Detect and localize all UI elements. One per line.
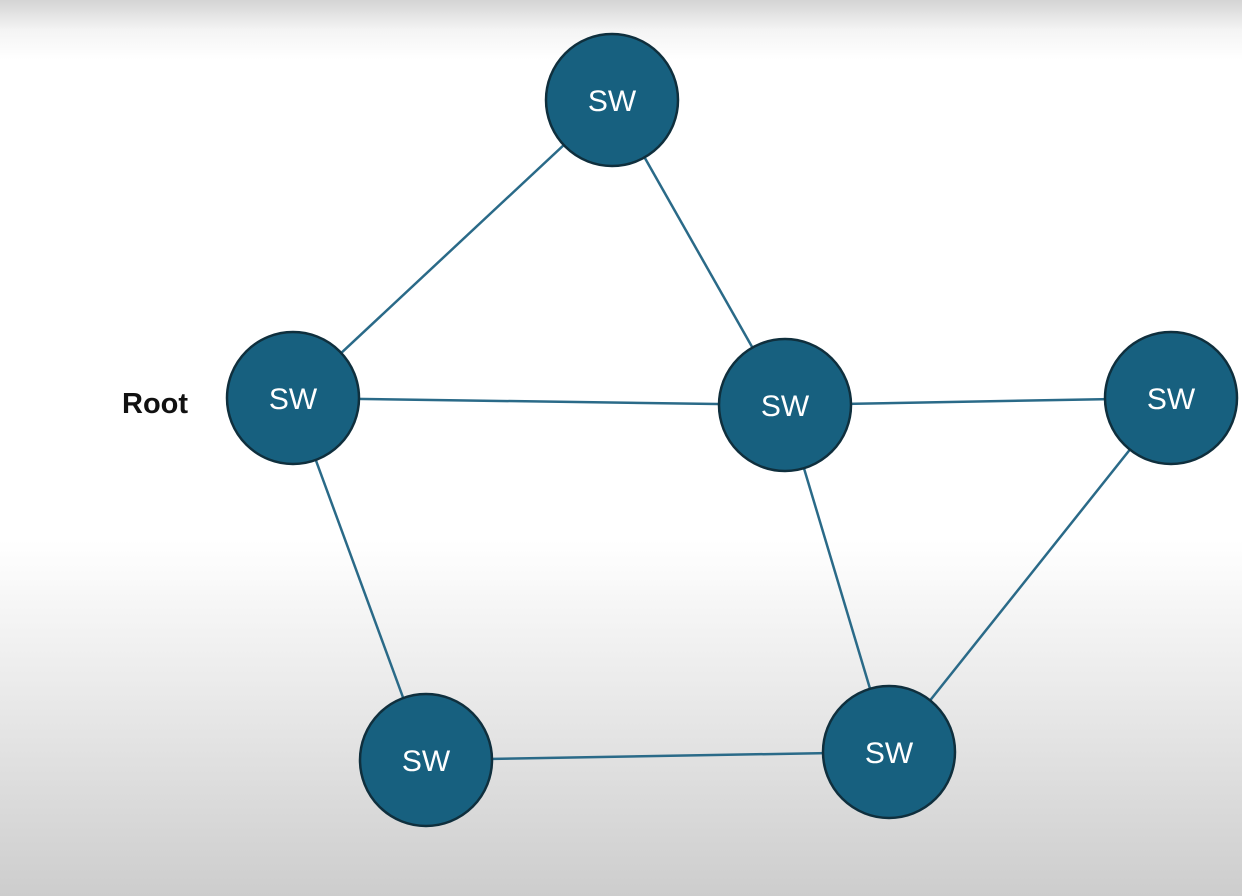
switch-label: SW [402,745,451,778]
switch-circle [544,32,680,168]
switch-circle [717,337,853,473]
switch-node-bottom-left: SW [358,692,494,828]
switch-node-center: SW [717,337,853,473]
switch-label: SW [1147,383,1196,416]
switch-circle [1103,330,1239,466]
switch-node-top: SW [544,32,680,168]
switch-label: SW [588,85,637,118]
switch-circle [225,330,361,466]
switch-label: SW [761,390,810,423]
switch-node-bottom-right: SW [821,684,957,820]
switch-circle [821,684,957,820]
switch-circle [358,692,494,828]
link-bottom-left-bottom-right [425,750,890,762]
switch-label: SW [269,383,318,416]
link-right-bottom-right [888,397,1172,753]
switch-node-root: SW [225,330,361,466]
root-label: Root [122,388,189,420]
switch-label: SW [865,737,914,770]
link-root-center [292,396,786,407]
link-top-root [292,99,613,399]
switch-node-right: SW [1103,330,1239,466]
